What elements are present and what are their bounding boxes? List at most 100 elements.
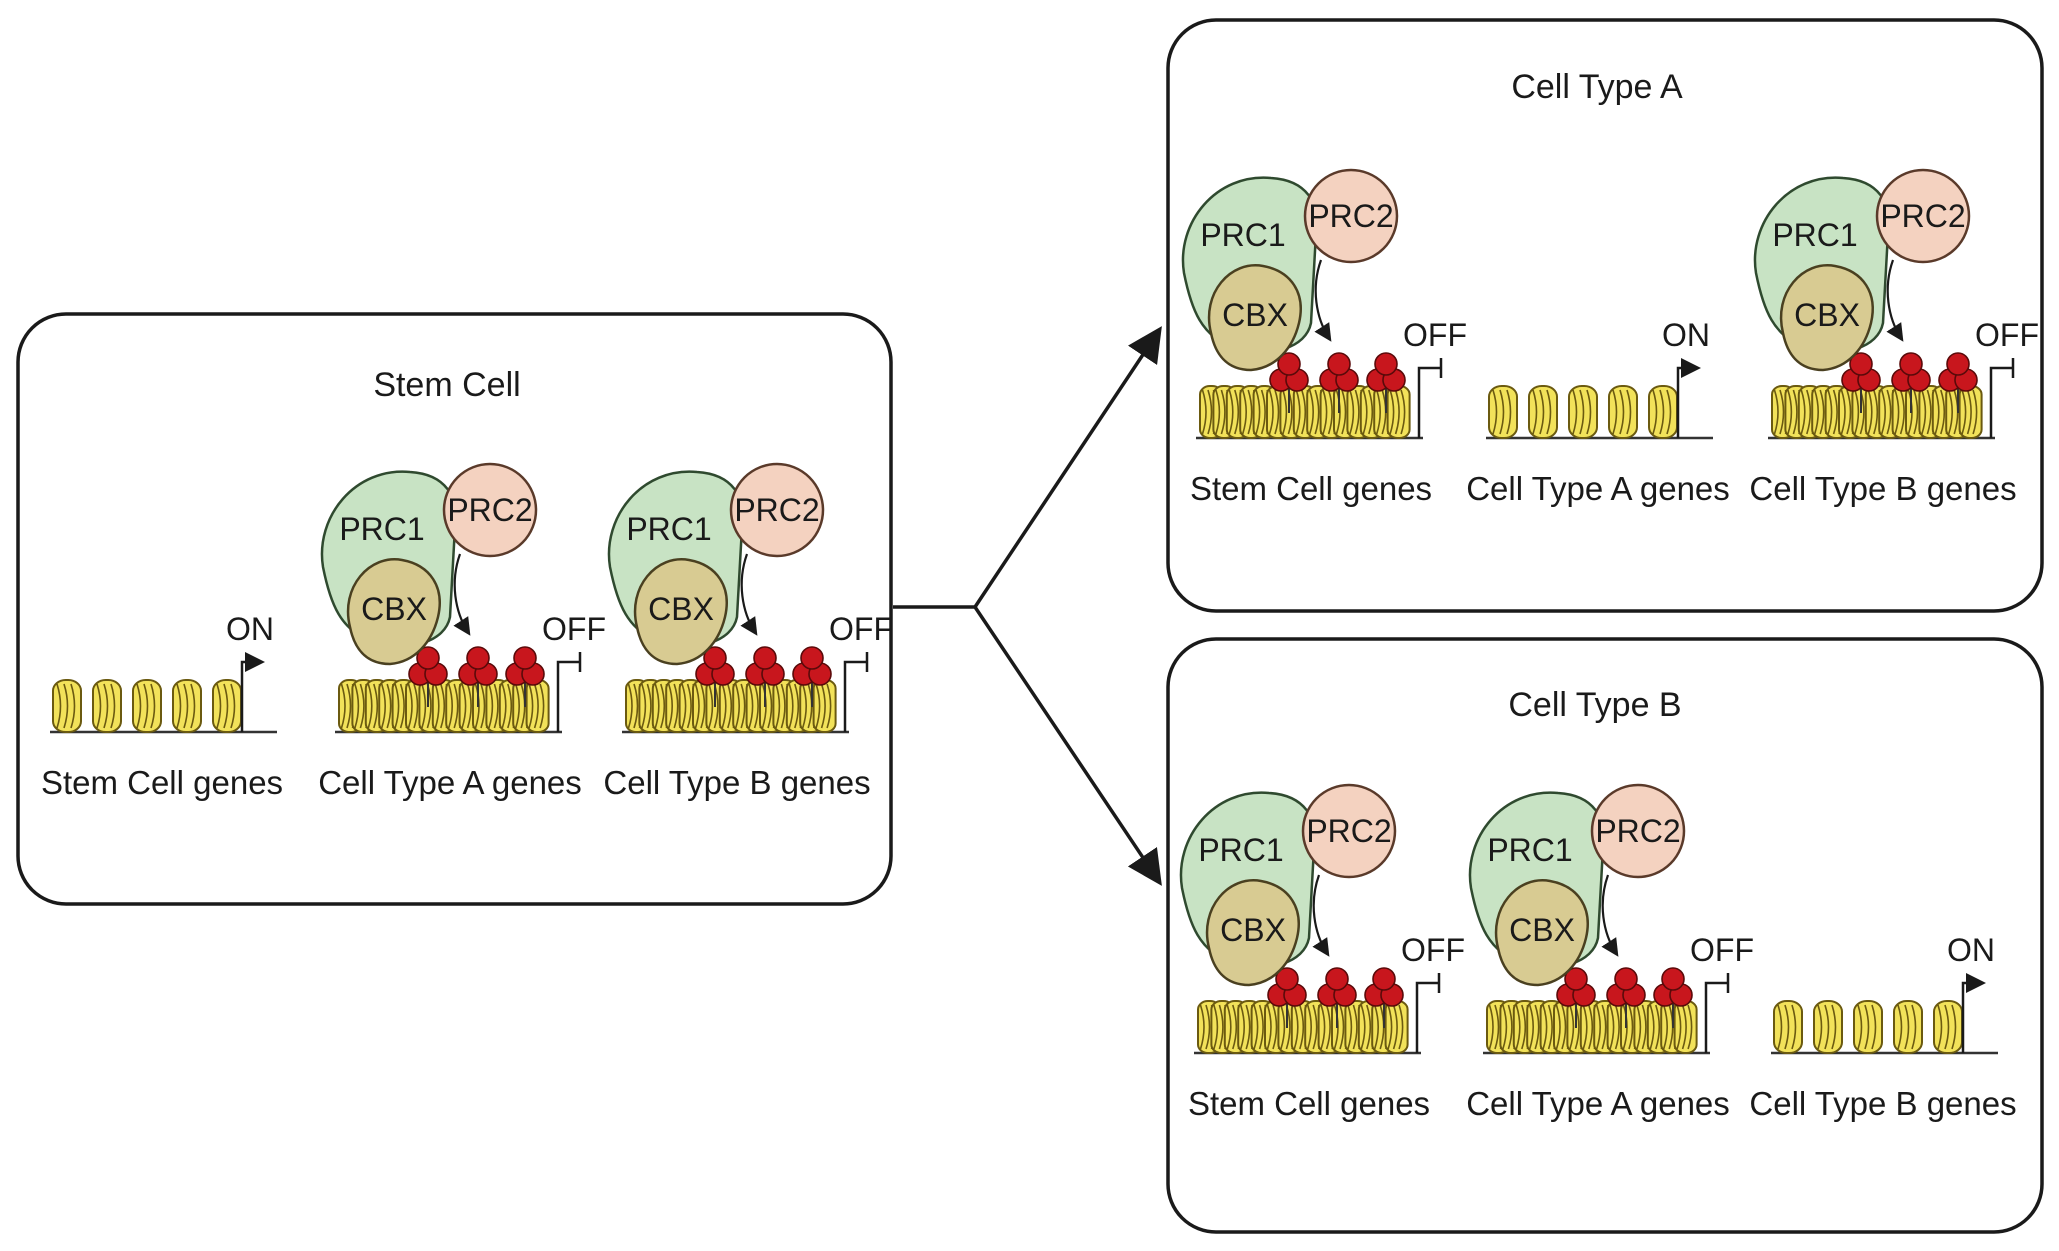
nucleosome-icon <box>1853 1000 1883 1054</box>
gene-label: Cell Type A genes <box>1466 470 1730 507</box>
h3k27me3-mark-icon <box>1938 352 1978 413</box>
chromatin-open <box>50 679 277 734</box>
h3k27me3-mark-icon <box>695 646 735 707</box>
h3k27me3-mark-icon <box>1319 352 1359 413</box>
panel-title: Stem Cell <box>373 366 520 404</box>
panel-stem-cell: Stem Cell Stem Cell genes ON Cell Type A… <box>16 312 893 906</box>
h3k27me3-mark-icon <box>1891 352 1931 413</box>
panel-cell-type-b: Cell Type B Stem Cell genes PRC1CBXPRC2O… <box>1166 637 2044 1234</box>
nucleosome-icon <box>1958 385 1983 439</box>
gene-label: Cell Type B genes <box>603 764 870 801</box>
cbx-subunit-icon: CBX <box>1207 264 1302 372</box>
nucleosome-icon <box>1488 385 1518 439</box>
cbx-subunit-icon: CBX <box>1494 879 1589 987</box>
prc2-label: PRC2 <box>1880 198 1965 234</box>
gene-label: Stem Cell genes <box>41 764 283 801</box>
h3k27me3-mark-icon <box>1366 352 1406 413</box>
repressed-promoter-symbol: OFF <box>1690 932 1754 1053</box>
nucleosome-icon <box>1568 385 1598 439</box>
off-label: OFF <box>1403 317 1467 353</box>
prc2-complex-icon: PRC2 <box>729 462 825 558</box>
prc2-label: PRC2 <box>1595 813 1680 849</box>
h3k27me3-mark-icon <box>1317 967 1357 1028</box>
chromatin-compacted <box>1194 1000 1421 1055</box>
h3k27me3-mark-icon <box>745 646 785 707</box>
flow-arrow-to-cell-type-b <box>973 606 1162 886</box>
repressed-promoter-symbol: OFF <box>1401 932 1465 1053</box>
off-label: OFF <box>1975 317 2039 353</box>
gene-locus-active: Cell Type B genes ON <box>1749 932 2016 1122</box>
prc2-deposition-arrow <box>740 553 758 636</box>
cbx-label: CBX <box>1222 297 1288 333</box>
nucleosome-icon <box>1673 1000 1698 1054</box>
cbx-label: CBX <box>648 591 714 627</box>
nucleosome-icon <box>812 679 837 733</box>
cbx-label: CBX <box>361 591 427 627</box>
nucleosome-icon <box>1813 1000 1843 1054</box>
panel-frame <box>1166 637 2044 1234</box>
prc2-complex-icon: PRC2 <box>442 462 538 558</box>
prc2-label: PRC2 <box>1306 813 1391 849</box>
prc2-complex-icon: PRC2 <box>1875 168 1971 264</box>
chromatin-compacted <box>1196 385 1423 440</box>
cbx-subunit-icon: CBX <box>346 558 441 666</box>
h3k27me3-mark-icon <box>408 646 448 707</box>
panel-title: Cell Type A <box>1511 68 1683 106</box>
h3k27me3-mark-icon <box>1364 967 1404 1028</box>
active-promoter-arrow: ON <box>226 611 274 732</box>
nucleosome-icon <box>132 679 162 733</box>
chromatin-compacted <box>622 679 849 734</box>
gene-locus-active: Cell Type A genes ON <box>1466 317 1730 507</box>
panel-title: Cell Type B <box>1508 686 1681 724</box>
h3k27me3-mark-icon <box>458 646 498 707</box>
prc2-label: PRC2 <box>734 492 819 528</box>
gene-label: Cell Type B genes <box>1749 470 2016 507</box>
prc2-complex-icon: PRC2 <box>1303 168 1399 264</box>
prc2-label: PRC2 <box>447 492 532 528</box>
nucleosome-icon <box>1384 1000 1409 1054</box>
prc1-label: PRC1 <box>626 511 711 547</box>
repressed-promoter-symbol: OFF <box>829 611 893 732</box>
prc1-label: PRC1 <box>1772 217 1857 253</box>
gene-label: Stem Cell genes <box>1190 470 1432 507</box>
h3k27me3-mark-icon <box>1267 967 1307 1028</box>
gene-label: Cell Type A genes <box>318 764 582 801</box>
nucleosome-icon <box>525 679 550 733</box>
flow-arrow-to-cell-type-a <box>973 326 1162 608</box>
gene-label: Stem Cell genes <box>1188 1085 1430 1122</box>
prc2-label: PRC2 <box>1308 198 1393 234</box>
panel-frame <box>1166 18 2044 613</box>
cbx-subunit-icon: CBX <box>1205 879 1300 987</box>
nucleosome-icon <box>1893 1000 1923 1054</box>
h3k27me3-mark-icon <box>1841 352 1881 413</box>
off-label: OFF <box>542 611 606 647</box>
nucleosome-icon <box>172 679 202 733</box>
on-label: ON <box>1662 317 1710 353</box>
nucleosome-icon <box>1933 1000 1963 1054</box>
gene-label: Cell Type B genes <box>1749 1085 2016 1122</box>
chromatin-compacted <box>1483 1000 1710 1055</box>
prc1-label: PRC1 <box>1487 832 1572 868</box>
active-promoter-arrow: ON <box>1947 932 1995 1053</box>
prc1-label: PRC1 <box>1200 217 1285 253</box>
repressed-promoter-symbol: OFF <box>1403 317 1467 438</box>
prc2-deposition-arrow <box>1886 259 1904 342</box>
nucleosome-icon <box>1386 385 1411 439</box>
h3k27me3-mark-icon <box>1606 967 1646 1028</box>
h3k27me3-mark-icon <box>505 646 545 707</box>
off-label: OFF <box>1401 932 1465 968</box>
nucleosome-icon <box>1608 385 1638 439</box>
differentiation-arrows <box>893 326 1162 886</box>
nucleosome-icon <box>1648 385 1678 439</box>
repressed-promoter-symbol: OFF <box>542 611 606 732</box>
chromatin-compacted <box>1768 385 1995 440</box>
h3k27me3-mark-icon <box>1556 967 1596 1028</box>
cbx-label: CBX <box>1509 912 1575 948</box>
gene-locus-active: Stem Cell genes ON <box>41 611 283 801</box>
nucleosome-icon <box>1528 385 1558 439</box>
